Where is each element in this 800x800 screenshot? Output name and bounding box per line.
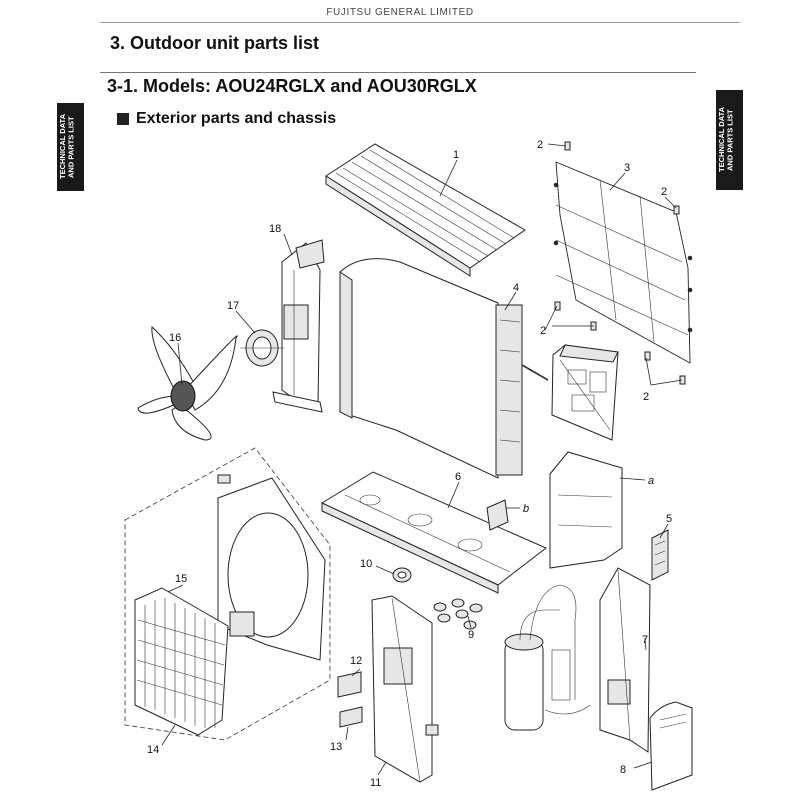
part-compressor <box>504 584 591 731</box>
part-control-box <box>551 344 619 441</box>
callout-2a: 2 <box>537 139 543 151</box>
part-propeller-fan <box>137 325 238 441</box>
callout-6: 6 <box>455 471 461 483</box>
part-fan-guard <box>134 587 229 736</box>
callout-13: 13 <box>330 741 342 753</box>
callout-9: 9 <box>468 629 474 641</box>
section-title: 3. Outdoor unit parts list <box>110 33 320 53</box>
part-grommet <box>392 567 412 583</box>
callout-b: b <box>523 503 529 515</box>
part-base-pan <box>320 471 547 594</box>
callout-10: 10 <box>360 558 372 570</box>
leader-lines <box>161 143 683 776</box>
part-heat-exchanger <box>339 258 549 479</box>
models-subtitle: 3-1. Models: AOU24RGLX and AOU30RGLX <box>107 76 477 96</box>
callout-2b: 2 <box>661 186 667 198</box>
part-heading: Exterior parts and chassis <box>117 110 336 128</box>
callout-16: 16 <box>169 332 181 344</box>
section-rule <box>100 72 696 73</box>
callout-a: a <box>648 475 654 487</box>
callout-17: 17 <box>227 300 239 312</box>
callout-1: 1 <box>453 149 459 161</box>
callout-5: 5 <box>666 513 672 525</box>
callout-18: 18 <box>269 223 281 235</box>
part-heading-text: Exterior parts and chassis <box>136 110 337 127</box>
callout-15: 15 <box>175 573 187 585</box>
assembly-outline <box>124 447 331 741</box>
part-front-panel <box>217 474 326 661</box>
callout-2d: 2 <box>643 391 649 403</box>
header-rule <box>100 22 740 23</box>
part-motor-bracket <box>272 239 325 413</box>
part-right-panel <box>599 567 651 753</box>
callout-3: 3 <box>624 162 630 174</box>
part-service-cover <box>649 701 693 791</box>
part-partition <box>549 451 623 569</box>
part-fan-motor <box>240 329 284 367</box>
callout-14: 14 <box>147 744 159 756</box>
callout-2c: 2 <box>540 325 546 337</box>
part-rubber-feet <box>433 598 483 630</box>
callout-7: 7 <box>642 634 648 646</box>
header-company: FUJITSU GENERAL LIMITED <box>326 7 474 18</box>
part-front-side-panel <box>371 595 439 783</box>
callout-4: 4 <box>513 282 519 294</box>
part-wire-guard <box>553 161 693 364</box>
part-top-panel <box>325 143 526 277</box>
callout-11: 11 <box>370 777 381 789</box>
square-bullet-icon <box>117 113 129 125</box>
callout-numbers: 1 2 3 2 2 2 4 a 5 6 b 7 8 9 10 11 12 13 … <box>147 139 672 789</box>
callout-12: 12 <box>350 655 362 667</box>
callout-8: 8 <box>620 764 626 776</box>
part-labels <box>337 671 363 728</box>
